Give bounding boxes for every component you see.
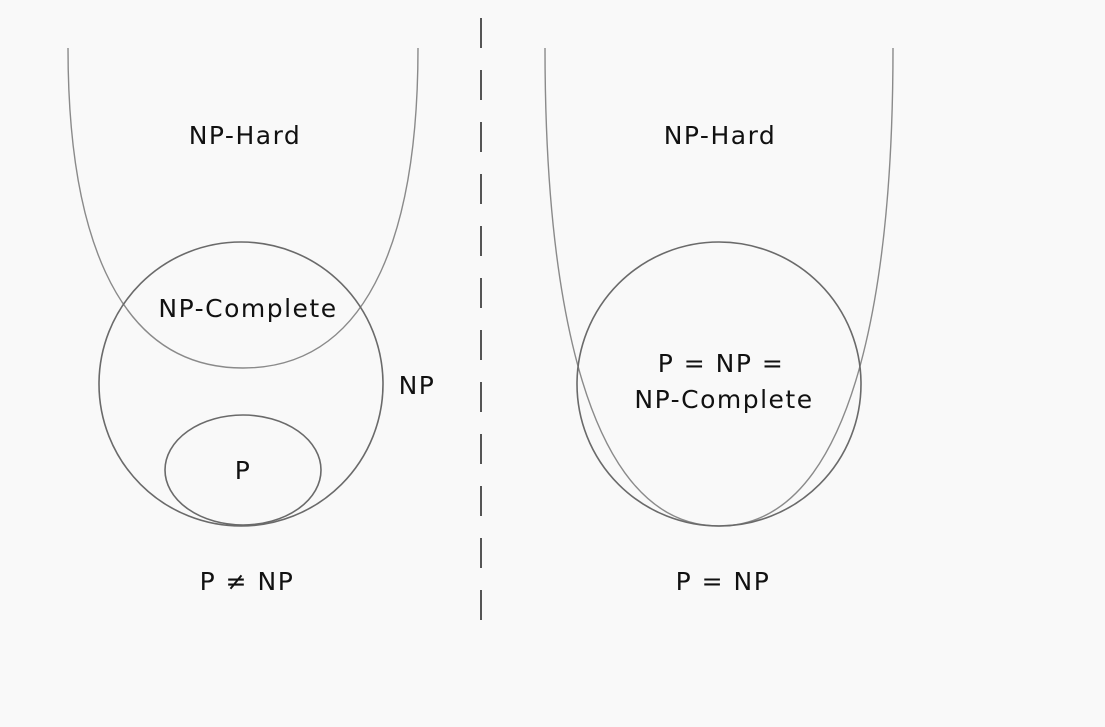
left-np-hard-region	[67, 47, 419, 369]
right-caption: P = NP	[676, 567, 771, 596]
left-np-label: NP	[399, 371, 436, 400]
left-p-ellipse	[164, 414, 322, 526]
left-panel: NP-Hard NP-Complete NP P P ≠ NP	[67, 47, 436, 596]
right-panel: NP-Hard P = NP = NP-Complete P = NP	[544, 47, 894, 596]
left-caption: P ≠ NP	[200, 567, 295, 596]
right-merged-circle	[576, 241, 862, 527]
left-p-label: P	[235, 456, 252, 485]
right-merged-label-line2: NP-Complete	[634, 385, 813, 414]
left-np-circle	[98, 241, 384, 527]
right-np-hard-region	[544, 47, 894, 527]
right-merged-label-line1: P = NP =	[658, 349, 785, 378]
left-np-hard-label: NP-Hard	[189, 121, 302, 150]
left-np-complete-label: NP-Complete	[158, 294, 337, 323]
right-np-hard-label: NP-Hard	[664, 121, 777, 150]
